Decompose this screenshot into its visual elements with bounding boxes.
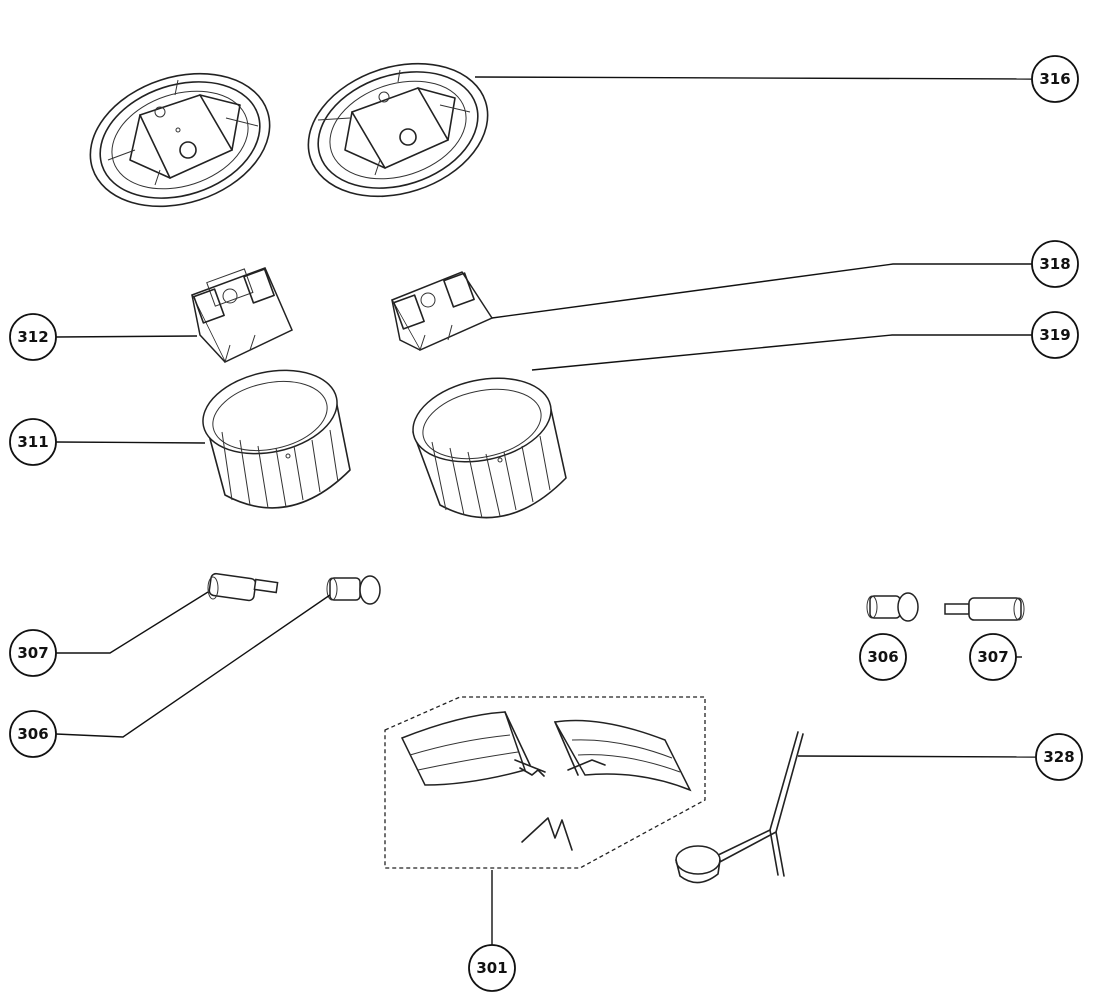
callout-307-right: 307 bbox=[969, 633, 1017, 681]
callout-312: 312 bbox=[9, 313, 57, 361]
pin-307-right bbox=[944, 597, 1025, 621]
svg-text:328: 328 bbox=[1043, 748, 1074, 766]
svg-text:318: 318 bbox=[1039, 255, 1070, 273]
svg-text:307: 307 bbox=[977, 648, 1008, 666]
svg-text:306: 306 bbox=[867, 648, 898, 666]
terminal-block-left bbox=[190, 267, 293, 363]
pin-307-left bbox=[207, 572, 279, 602]
svg-text:301: 301 bbox=[476, 959, 507, 977]
callout-316: 316 bbox=[1031, 55, 1079, 103]
callout-306-left: 306 bbox=[9, 710, 57, 758]
callout-328: 328 bbox=[1035, 733, 1083, 781]
bracket-kit-outline bbox=[384, 696, 706, 869]
terminal-block-right bbox=[390, 271, 494, 351]
bushing-306-right bbox=[866, 592, 919, 622]
housing-cylinder-right bbox=[412, 377, 567, 519]
callout-301: 301 bbox=[468, 944, 516, 992]
leader-lines bbox=[55, 76, 1037, 945]
mounting-ring-right bbox=[307, 62, 489, 198]
svg-text:312: 312 bbox=[17, 328, 48, 346]
callout-306-right: 306 bbox=[859, 633, 907, 681]
svg-text:311: 311 bbox=[17, 433, 48, 451]
svg-text:316: 316 bbox=[1039, 70, 1070, 88]
bushing-306-left bbox=[326, 575, 381, 605]
svg-text:306: 306 bbox=[17, 725, 48, 743]
callout-311: 311 bbox=[9, 418, 57, 466]
svg-text:319: 319 bbox=[1039, 326, 1070, 344]
svg-text:307: 307 bbox=[17, 644, 48, 662]
callout-318: 318 bbox=[1031, 240, 1079, 288]
wire-harness bbox=[675, 731, 804, 884]
bracket-kit-parts bbox=[400, 711, 692, 851]
callout-319: 319 bbox=[1031, 311, 1079, 359]
housing-cylinder-left bbox=[202, 369, 351, 509]
callout-307-left: 307 bbox=[9, 629, 57, 677]
mounting-ring-left bbox=[89, 72, 271, 208]
